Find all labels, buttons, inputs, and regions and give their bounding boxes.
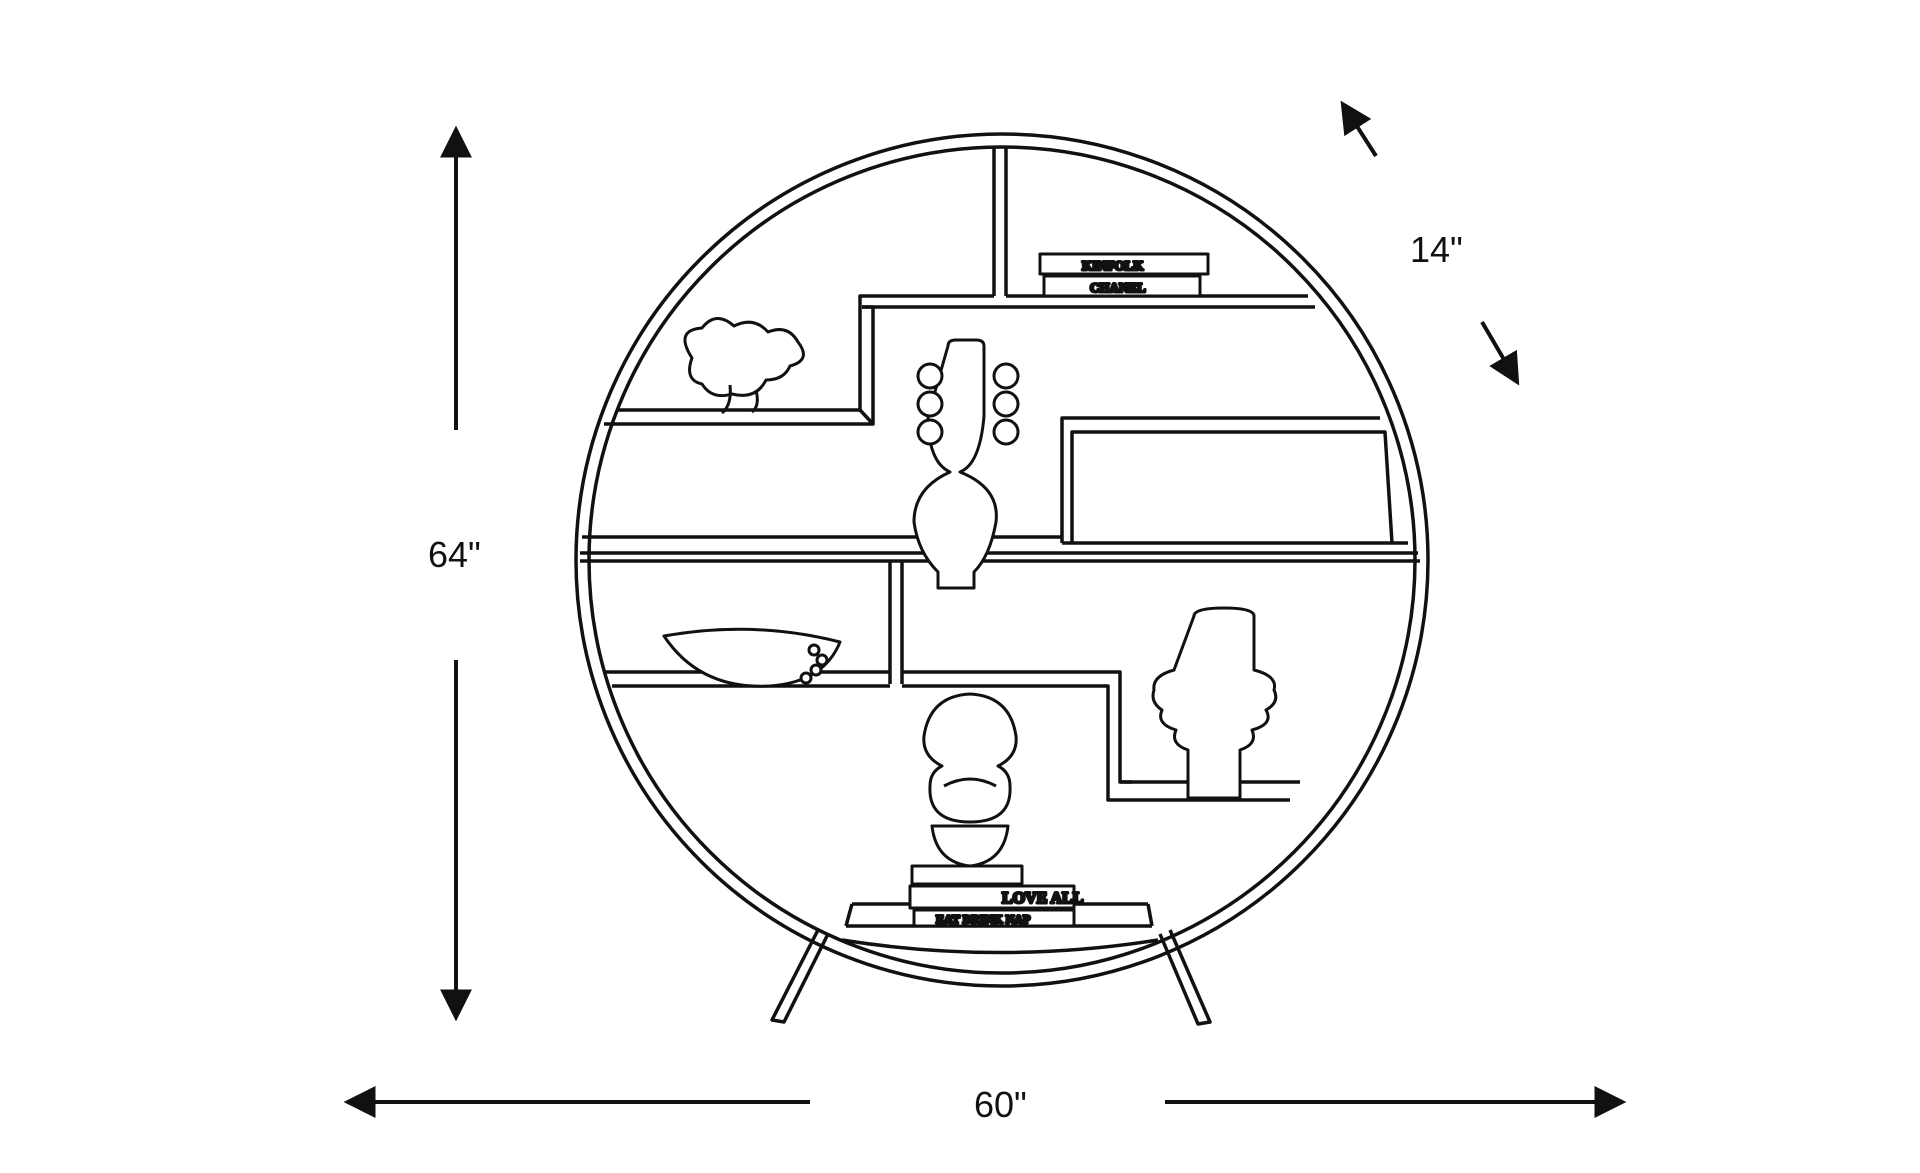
outer-ring <box>574 132 1430 988</box>
top-divider <box>992 148 1008 296</box>
depth-label: 14" <box>1410 229 1463 270</box>
ruffled-bowl <box>683 317 805 398</box>
width-label: 60" <box>974 1084 1027 1125</box>
shallow-bowl <box>662 627 842 688</box>
depth-dimension <box>1340 100 1520 386</box>
book-title-love-all: LOVE ALL <box>1002 890 1083 907</box>
shelf-3 <box>580 535 1420 563</box>
ribbed-vase <box>1151 606 1278 800</box>
ring-vase <box>912 338 1020 590</box>
top-books <box>1038 252 1210 298</box>
teapot-vase <box>922 692 1018 868</box>
height-label: 64" <box>428 534 481 575</box>
book-title-eat-drink-nap: EAT DRINK NAP <box>936 912 1030 926</box>
book-title-kinfolk: KINFOLK <box>1082 258 1144 273</box>
decor: KINFOLK CHANEL LOVE ALL EAT DRINK NAP <box>662 252 1278 928</box>
depth-arrow-down <box>1480 320 1520 386</box>
legs <box>770 929 1212 1026</box>
book-title-chanel: CHANEL <box>1090 280 1146 295</box>
depth-arrow-up <box>1340 100 1378 158</box>
right-box <box>1060 416 1408 545</box>
bottom-books <box>908 864 1076 928</box>
middle-divider <box>888 561 904 684</box>
shelf-2-stepped <box>604 294 994 426</box>
